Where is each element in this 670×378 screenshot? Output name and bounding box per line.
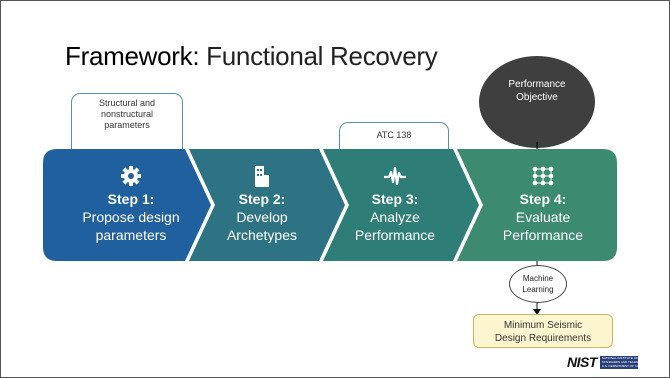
machine-learning-line-1: Machine bbox=[522, 274, 554, 283]
step-2: Step 2: Develop Archetypes bbox=[201, 165, 323, 244]
step-3: Step 3: Analyze Performance bbox=[331, 165, 459, 244]
step-3-desc-line-1: Analyze bbox=[370, 209, 420, 225]
parameters-tag-line-2: nonstructural bbox=[100, 109, 154, 119]
minimum-requirements-line-1: Minimum Seismic bbox=[503, 320, 583, 331]
step-3-name: Step 3: bbox=[371, 191, 419, 207]
performance-objective-line-1: Performance bbox=[508, 79, 566, 90]
nist-logo-subtitle: NATIONAL INSTITUTE OF STANDARDS AND TECH… bbox=[599, 355, 638, 369]
step-4-chevron bbox=[457, 149, 617, 261]
step-4-desc-line-2: Performance bbox=[502, 227, 584, 243]
machine-learning-node: Machine Learning bbox=[509, 265, 567, 303]
nist-logo-sub-1: NATIONAL INSTITUTE OF bbox=[601, 355, 638, 360]
building-icon bbox=[255, 166, 269, 187]
step-1: Step 1: Propose design parameters bbox=[61, 165, 201, 244]
step-4-desc-line-1: Evaluate bbox=[515, 209, 571, 225]
nist-logo-mark: NIST bbox=[567, 354, 597, 370]
step-2-desc-line-1: Develop bbox=[236, 209, 288, 225]
step-1-name: Step 1: bbox=[107, 191, 155, 207]
step-4: Step 4: Evaluate Performance bbox=[469, 165, 617, 244]
parameters-tag-line-1: Structural and bbox=[98, 98, 156, 108]
nist-logo: NIST NATIONAL INSTITUTE OF STANDARDS AND… bbox=[567, 354, 638, 370]
machine-learning-line-2: Learning bbox=[522, 285, 554, 294]
nist-logo-sub-3: U.S. DEPARTMENT OF COMMERCE bbox=[601, 363, 638, 368]
atc-tag: ATC 138 bbox=[339, 122, 449, 149]
ml-arrow-head bbox=[533, 309, 541, 315]
step-1-desc-line-1: Propose design bbox=[82, 209, 180, 225]
title-strong: Framework: bbox=[65, 41, 200, 71]
minimum-requirements-box: Minimum Seismic Design Requirements bbox=[473, 314, 613, 348]
waveform-icon bbox=[384, 166, 406, 186]
network-grid-icon bbox=[532, 166, 554, 186]
performance-objective-line-2: Objective bbox=[516, 92, 558, 103]
step-3-chevron bbox=[323, 149, 479, 261]
title-rest: Functional Recovery bbox=[199, 41, 438, 71]
gear-icon bbox=[121, 166, 141, 186]
step-2-chevron bbox=[189, 149, 345, 261]
nist-logo-sub-2: STANDARDS AND TECHNOLOGY bbox=[601, 359, 638, 364]
step-2-name: Step 2: bbox=[238, 191, 286, 207]
slide-title: Framework: Functional Recovery bbox=[65, 41, 438, 72]
step-1-chevron bbox=[43, 149, 211, 261]
parameters-tag: Structural and nonstructural parameters bbox=[71, 93, 183, 149]
minimum-requirements-line-2: Design Requirements bbox=[494, 333, 592, 344]
parameters-tag-line-3: parameters bbox=[104, 120, 150, 130]
step-1-desc-line-2: parameters bbox=[95, 227, 167, 243]
performance-objective: Performance Objective bbox=[479, 56, 595, 148]
step-4-name: Step 4: bbox=[519, 191, 567, 207]
step-3-desc-line-2: Performance bbox=[354, 227, 436, 243]
step-2-desc-line-2: Archetypes bbox=[226, 227, 298, 243]
